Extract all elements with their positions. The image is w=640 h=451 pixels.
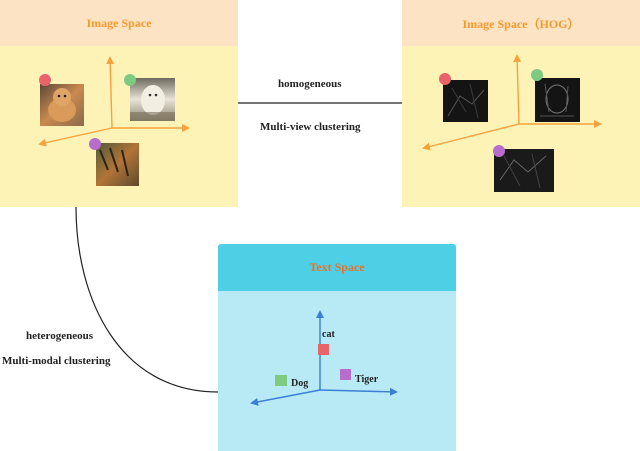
tiger-text-label: Tiger: [355, 374, 379, 385]
text-space-panel: Text Space: [218, 244, 456, 451]
image-space-body: [0, 46, 238, 207]
cat-text-label: cat: [322, 329, 335, 340]
hog-space-panel: Image Space（HOG）: [402, 0, 640, 207]
image-space-panel: Image Space: [0, 0, 238, 207]
multiview-clustering-label: Multi-view clustering: [260, 121, 361, 133]
dog-text-label: Dog: [291, 378, 309, 389]
text-space-title: Text Space: [218, 244, 456, 291]
image-space-title: Image Space: [0, 0, 238, 46]
homogeneous-label: homogeneous: [278, 78, 342, 90]
hog-space-title: Image Space（HOG）: [402, 0, 640, 46]
hog-space-body: [402, 46, 640, 207]
multimodal-clustering-label: Multi-modal clustering: [2, 355, 111, 367]
heterogeneous-label: heterogeneous: [26, 330, 94, 342]
text-space-body: [218, 291, 456, 451]
